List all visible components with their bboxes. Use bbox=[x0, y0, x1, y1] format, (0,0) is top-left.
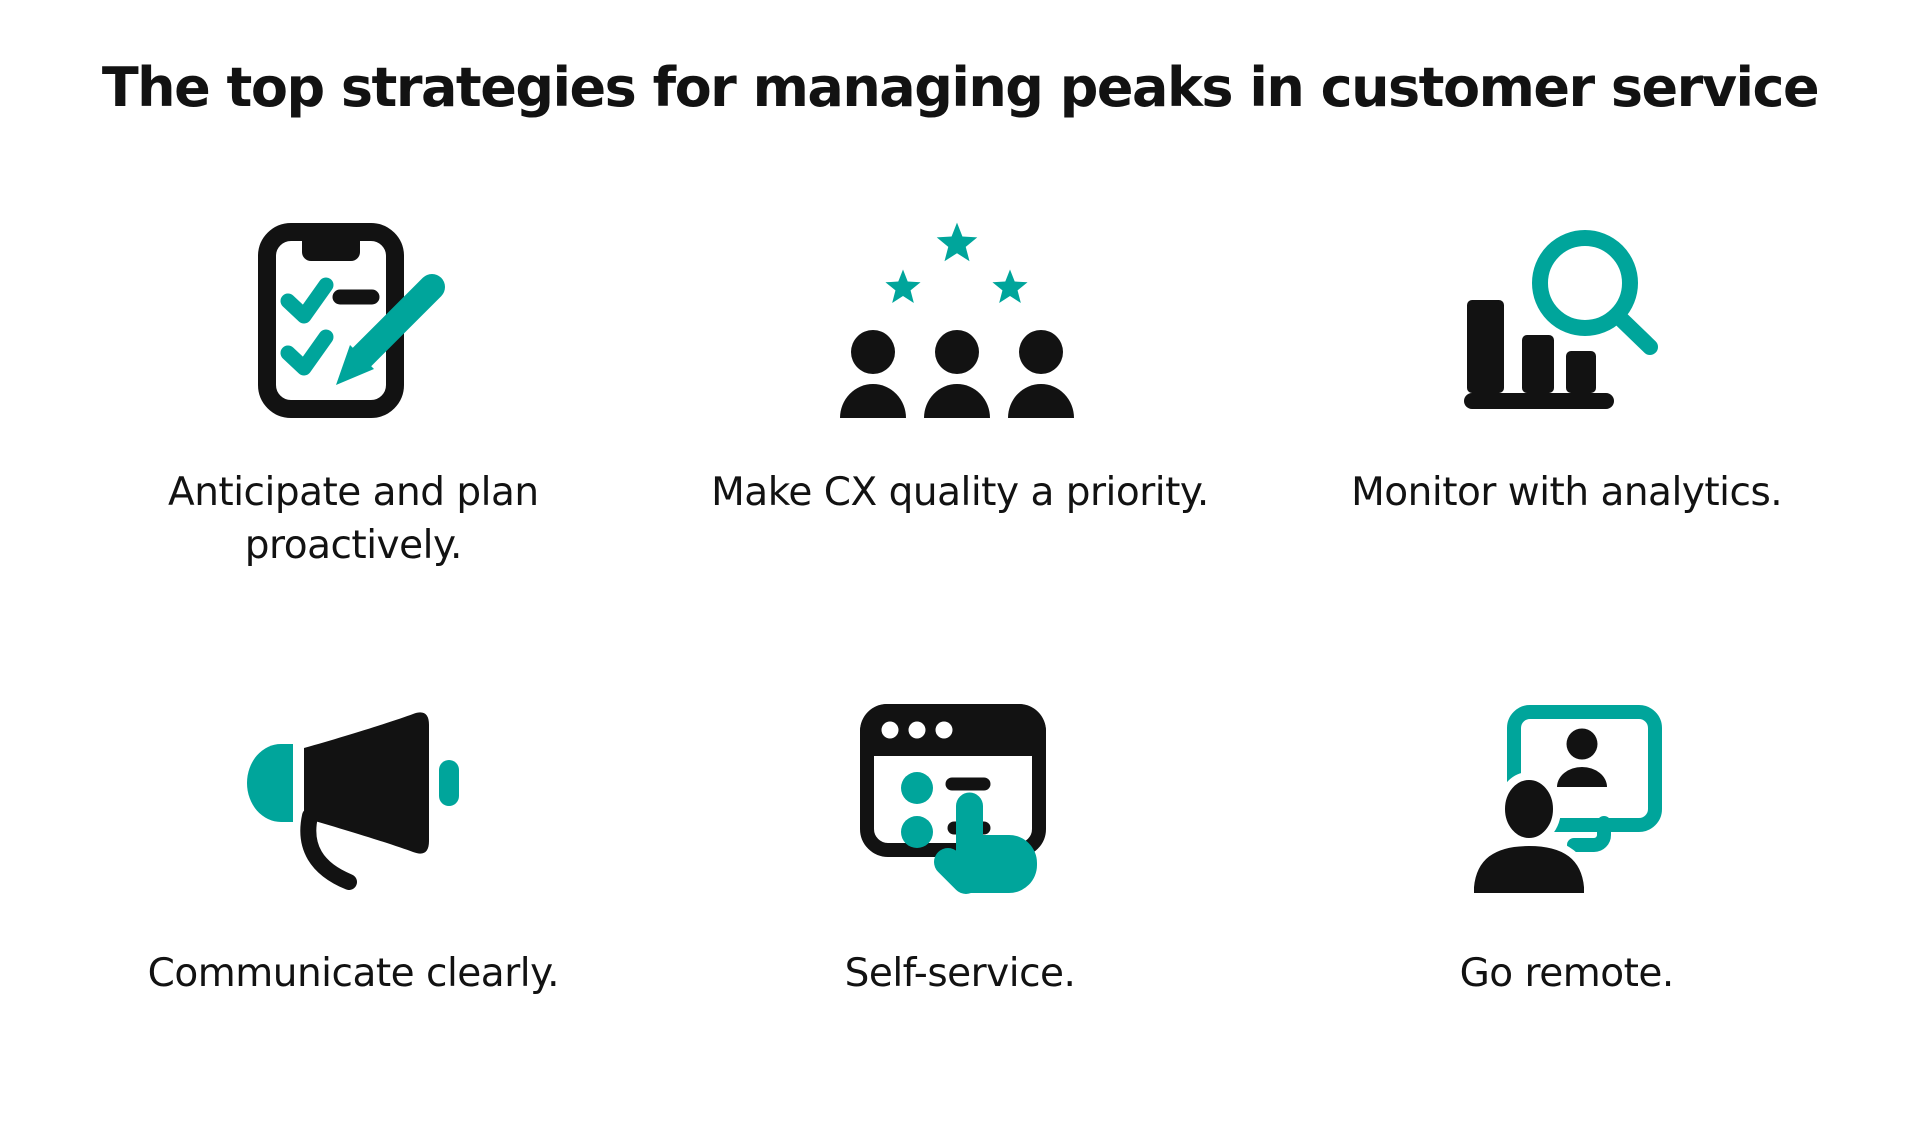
strategy-label: Make CX quality a priority. bbox=[711, 470, 1209, 515]
strategy-label: Go remote. bbox=[1459, 951, 1675, 997]
strategy-grid: Anticipate and plan proactively. bbox=[0, 215, 1920, 1001]
bar-chart-magnifier-icon bbox=[1464, 215, 1669, 425]
page-title: The top strategies for managing peaks in… bbox=[101, 56, 1820, 119]
strategy-item-self-service: Self-service. bbox=[657, 696, 1264, 1001]
strategy-label: Communicate clearly. bbox=[147, 951, 560, 997]
browser-tap-hand-icon bbox=[859, 696, 1060, 906]
strategy-item-cx-quality: Make CX quality a priority. bbox=[657, 215, 1264, 572]
clipboard-checklist-pen-icon bbox=[258, 215, 448, 425]
strategy-item-anticipate: Anticipate and plan proactively. bbox=[50, 215, 657, 572]
person-video-screen-icon bbox=[1471, 696, 1662, 906]
strategy-item-go-remote: Go remote. bbox=[1263, 696, 1870, 1001]
strategy-item-communicate: Communicate clearly. bbox=[50, 696, 657, 1001]
team-with-stars-icon bbox=[839, 215, 1080, 425]
megaphone-icon bbox=[247, 696, 460, 906]
strategy-label: Anticipate and plan proactively. bbox=[168, 470, 539, 568]
strategy-label: Monitor with analytics. bbox=[1351, 470, 1783, 515]
strategy-item-analytics: Monitor with analytics. bbox=[1263, 215, 1870, 572]
strategy-label: Self-service. bbox=[844, 951, 1076, 997]
